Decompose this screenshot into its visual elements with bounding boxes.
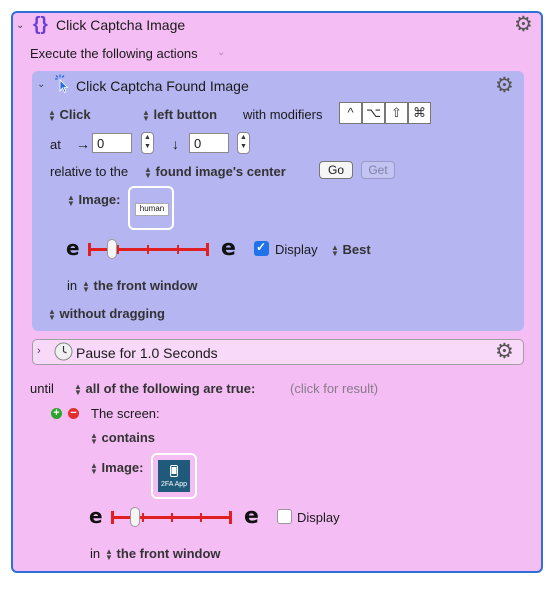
updown-icon: ▲▼	[48, 306, 56, 322]
phone-icon	[170, 465, 178, 477]
relative-label: relative to the	[50, 164, 129, 179]
updown-icon: ▲▼	[82, 278, 90, 294]
updown-icon: ▲▼	[90, 460, 98, 476]
gear-icon[interactable]: ⚙	[495, 73, 514, 97]
exact-icon: e	[221, 236, 236, 261]
image-thumbnail: 2FA App	[158, 460, 190, 492]
gear-icon[interactable]: ⚙	[514, 12, 533, 36]
y-offset-field[interactable]: 0	[189, 133, 229, 153]
checkmark-icon: ✓	[256, 240, 267, 254]
updown-icon: ▲▼	[67, 192, 75, 208]
command-modifier-toggle[interactable]: ⌘	[408, 102, 431, 124]
slider-knob[interactable]	[107, 239, 118, 259]
right-arrow-icon: →	[76, 136, 90, 152]
display-checkbox[interactable]	[277, 509, 292, 524]
updown-icon: ▲▼	[105, 546, 113, 562]
with-modifiers-label: with modifiers	[243, 107, 323, 122]
click-action-block	[32, 71, 524, 331]
disclosure-chevron-icon[interactable]: ›	[37, 345, 41, 357]
window-popup[interactable]: ▲▼ the front window	[105, 546, 221, 562]
clock-icon	[54, 342, 73, 361]
disclosure-chevron-icon[interactable]: ⌄	[37, 79, 46, 90]
mouse-button-popup[interactable]: ▲▼ left button	[142, 107, 218, 123]
screen-label: The screen:	[91, 406, 160, 421]
command-icon: ⌘	[413, 105, 426, 120]
execute-dropdown-icon[interactable]: ⌄	[217, 47, 226, 58]
display-label: Display	[297, 510, 340, 525]
at-label: at	[50, 137, 61, 152]
window-popup[interactable]: ▲▼ the front window	[82, 278, 198, 294]
execute-label: Execute the following actions	[30, 46, 198, 61]
image-well[interactable]: human	[128, 186, 174, 230]
cursor-click-icon	[55, 74, 69, 94]
result-hint[interactable]: (click for result)	[290, 381, 379, 396]
y-offset-stepper[interactable]: ▲▼	[237, 132, 250, 154]
updown-icon: ▲▼	[90, 430, 98, 446]
updown-icon: ▲▼	[144, 164, 152, 180]
quality-popup[interactable]: ▲▼ Best	[331, 242, 371, 258]
group-braces-icon: {}	[33, 14, 48, 35]
group-title[interactable]: Click Captcha Image	[56, 17, 186, 33]
disclosure-chevron-icon[interactable]: ⌄	[16, 20, 25, 31]
pause-action-block[interactable]	[32, 339, 524, 365]
fuzzy-icon: e	[89, 504, 103, 528]
until-label: until	[30, 381, 54, 396]
relative-popup[interactable]: ▲▼ found image's center	[144, 164, 286, 180]
x-offset-stepper[interactable]: ▲▼	[141, 132, 154, 154]
control-icon: ^	[347, 105, 354, 120]
image-source-popup[interactable]: ▲▼ Image:	[67, 192, 121, 208]
image-well[interactable]: 2FA App	[151, 453, 197, 499]
updown-icon: ▲▼	[331, 242, 339, 258]
in-label: in	[90, 546, 101, 561]
pause-title[interactable]: Pause for 1.0 Seconds	[76, 345, 218, 361]
drag-popup[interactable]: ▲▼ without dragging	[48, 306, 165, 322]
fuzzy-icon: e	[66, 236, 80, 260]
option-modifier-toggle[interactable]: ⌥	[362, 102, 385, 124]
updown-icon: ▲▼	[48, 107, 56, 123]
gear-icon[interactable]: ⚙	[495, 339, 514, 363]
x-offset-field[interactable]: 0	[92, 133, 132, 153]
down-arrow-icon: ↓	[172, 136, 179, 152]
get-button[interactable]: Get	[361, 161, 395, 179]
option-icon: ⌥	[366, 105, 381, 120]
shift-modifier-toggle[interactable]: ⇧	[385, 102, 408, 124]
go-button[interactable]: Go	[319, 161, 353, 179]
condition-popup[interactable]: ▲▼ all of the following are true:	[74, 381, 256, 397]
slider-knob[interactable]	[130, 507, 141, 527]
control-modifier-toggle[interactable]: ^	[339, 102, 362, 124]
updown-icon: ▲▼	[142, 107, 150, 123]
remove-condition-icon[interactable]: −	[68, 408, 79, 419]
add-condition-icon[interactable]: +	[51, 408, 62, 419]
updown-icon: ▲▼	[74, 381, 82, 397]
contains-popup[interactable]: ▲▼ contains	[90, 430, 156, 446]
image-caption: 2FA App	[160, 481, 188, 488]
display-checkbox[interactable]: ✓	[254, 240, 269, 256]
image-thumbnail: human	[135, 203, 169, 216]
exact-icon: e	[244, 504, 259, 529]
in-label: in	[67, 278, 78, 293]
display-label: Display	[275, 242, 318, 257]
click-type-popup[interactable]: ▲▼ Click	[48, 107, 91, 123]
image-source-popup[interactable]: ▲▼ Image:	[90, 460, 144, 476]
shift-icon: ⇧	[391, 105, 402, 120]
action-title[interactable]: Click Captcha Found Image	[76, 78, 249, 94]
